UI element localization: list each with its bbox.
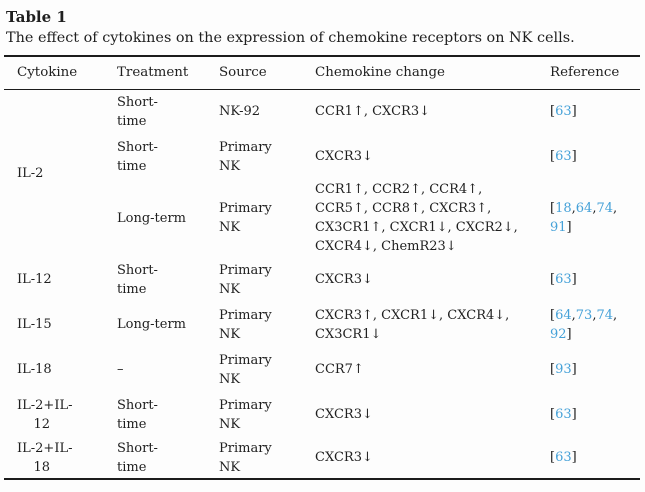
chemokine-change-cell: CCR1↑, CXCR3↓: [315, 104, 430, 120]
table-label: Table 1: [6, 8, 67, 26]
chemokine-change-cell: CXCR3↓: [315, 407, 373, 422]
reference-link[interactable]: 64: [555, 307, 572, 323]
col-header-treatment: Treatment: [117, 56, 219, 90]
col-header-chemokine-change: Chemokine change: [315, 56, 550, 90]
col-header-cytokine: Cytokine: [4, 56, 117, 90]
reference-link[interactable]: 18: [555, 201, 572, 216]
reference-link[interactable]: 63: [555, 149, 572, 164]
table-caption: The effect of cytokines on the expressio…: [6, 30, 575, 46]
source-cell: Primary NK: [219, 352, 272, 387]
chemokine-change-cell: CCR7↑: [315, 362, 364, 377]
source-cell: Primary NK: [219, 440, 272, 475]
treatment-cell: Short- time: [117, 440, 158, 475]
chemokine-change-cell: CXCR3↑, CXCR1↓, CXCR4↓, CX3CR1↓: [315, 307, 510, 342]
header-row: Cytokine Treatment Source Chemokine chan…: [4, 56, 640, 90]
reference-link[interactable]: 63: [555, 272, 572, 287]
source-cell: Primary NK: [219, 262, 272, 297]
cytokine-cell: IL-12: [17, 272, 52, 287]
reference-cell: [63]: [550, 272, 577, 287]
reference-link[interactable]: 92: [550, 326, 567, 342]
chemokine-change-cell: CXCR3↓: [315, 450, 373, 465]
table-row: IL-18 – Primary NK CCR7↑ [93]: [4, 347, 640, 392]
reference-link[interactable]: 91: [550, 220, 567, 235]
cytokine-cell: IL-2: [17, 165, 44, 181]
table-row: IL-15 Long-term Primary NK CXCR3↑, CXCR1↓, …: [4, 302, 640, 347]
cytokine-cell: IL-18: [17, 362, 52, 377]
reference-cell: [63]: [550, 149, 577, 164]
reference-link[interactable]: 74: [596, 307, 613, 323]
treatment-cell: –: [117, 362, 124, 377]
table-row: Long-term Primary NK CCR1↑, CCR2↑, CCR4↑, …: [4, 179, 640, 257]
source-cell: Primary NK: [219, 307, 272, 342]
chemokine-change-cell: CCR1↑, CCR2↑, CCR4↑, CCR5↑, CCR8↑, CXCR3…: [315, 182, 518, 254]
col-header-source: Source: [219, 56, 315, 90]
treatment-cell: Short- time: [117, 139, 158, 174]
col-header-reference: Reference: [550, 56, 640, 90]
reference-cell: [64,73,74,92]: [550, 307, 618, 342]
chemokine-change-cell: CXCR3↓: [315, 272, 373, 287]
reference-link[interactable]: 73: [575, 307, 593, 323]
treatment-cell: Short- time: [117, 94, 158, 129]
table-row: IL-2+IL- 18 Short- time Primary NK CXCR3↓ [6…: [4, 437, 640, 479]
reference-cell: [93]: [550, 362, 577, 377]
reference-link[interactable]: 63: [555, 407, 572, 422]
reference-link[interactable]: 64: [575, 201, 593, 216]
reference-cell: [63]: [550, 104, 577, 120]
source-cell: Primary NK: [219, 397, 272, 432]
table-row: IL-2 Short- time NK-92 CCR1↑, CXCR3↓ [63]: [4, 89, 640, 181]
reference-cell: [18,64,74,91]: [550, 201, 618, 235]
cytokine-cell: IL-15: [17, 317, 52, 332]
treatment-cell: Short- time: [117, 397, 158, 432]
table-row: IL-2+IL- 12 Short- time Primary NK CXCR3↓ [6…: [4, 392, 640, 437]
reference-link[interactable]: 63: [555, 104, 572, 120]
reference-cell: [63]: [550, 407, 577, 422]
table-row: Short- time Primary NK CXCR3↓ [63]: [4, 134, 640, 179]
cytokine-cell: IL-2+IL- 18: [17, 440, 73, 475]
source-cell: Primary NK: [219, 139, 272, 174]
reference-link[interactable]: 63: [555, 450, 572, 465]
source-cell: Primary NK: [219, 201, 272, 235]
reference-cell: [63]: [550, 450, 577, 465]
cytokine-cell: IL-2+IL- 12: [17, 397, 73, 432]
treatment-cell: Short- time: [117, 262, 158, 297]
treatment-cell: Long-term: [117, 317, 187, 332]
reference-link[interactable]: 74: [596, 201, 613, 216]
chemokine-change-cell: CXCR3↓: [315, 149, 373, 164]
paper-page: Table 1 The effect of cytokines on the e…: [4, 8, 640, 480]
source-cell: NK-92: [219, 104, 261, 120]
reference-link[interactable]: 93: [555, 362, 572, 377]
cytokine-chemokine-table: Cytokine Treatment Source Chemokine chan…: [4, 55, 640, 480]
treatment-cell: Long-term: [117, 210, 187, 226]
table-row: IL-12 Short- time Primary NK CXCR3↓ [63]: [4, 257, 640, 302]
